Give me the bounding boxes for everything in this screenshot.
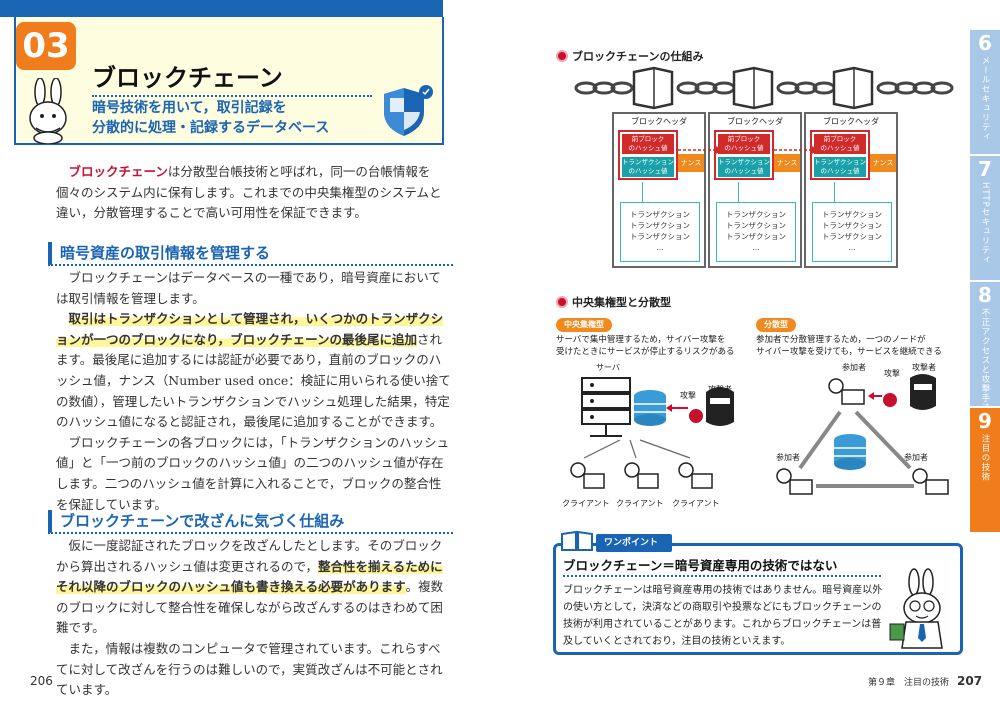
nonce: ナンス (774, 154, 800, 172)
rabbit-teacher-icon (889, 568, 943, 649)
onepoint-body: ブロックチェーンは暗号資産専用の技術ではありません。暗号資産以外の使い方として，… (563, 585, 883, 647)
book-icon (561, 530, 593, 551)
onepoint-tab: ワンポイント (596, 534, 673, 552)
highlight: 取引はトランザクションとして管理され，いくつかのトランザクションが一つのブロック… (56, 311, 444, 347)
rabbit-mascot-icon (29, 78, 67, 144)
bullet-icon (556, 296, 568, 308)
server-label: サーバ (596, 363, 620, 372)
distributed-network-icon (776, 374, 949, 495)
section-number: 03 (16, 22, 76, 70)
block-link-arrows (678, 146, 818, 154)
block-2: ブロックヘッダ 前ブロックのハッシュ値 トランザクションのハッシュ値 ナンス ト… (708, 112, 802, 268)
distributed-tag: 分散型 (756, 318, 796, 332)
section-header (14, 17, 444, 145)
section2-body: 仮に一度認証されたブロックを改ざんしたとします。そのブロックから算出されるハッシ… (56, 536, 451, 701)
onepoint-title: ブロックチェーン＝暗号資産専用の技術ではない (563, 555, 881, 577)
chain-graphic (574, 66, 954, 110)
transaction-list: トランザクショントランザクショントランザクション… (716, 202, 796, 262)
left-page: 03 ブロックチェーン 暗号技術を用いて，取引記録を 分散的に処理・記録するデー… (0, 0, 470, 711)
keyword-blockchain: ブロックチェーン (68, 164, 168, 179)
paragraph: また，情報は複数のコンピュータで管理されています。これらすべてに対して改ざんを行… (56, 640, 443, 698)
shield-icon (384, 85, 433, 136)
chapter-tab-7[interactable]: 7 HTTPセキュリティ (970, 156, 1000, 280)
paragraph: 仮に一度認証されたブロックを改ざんしたとします。そのブロックから算出されるハッシ… (56, 538, 444, 636)
tx-hash: トランザクションのハッシュ値 (718, 157, 770, 177)
server-database-icon (581, 377, 734, 437)
hash-group: 前ブロックのハッシュ値 トランザクションのハッシュ値 (810, 130, 870, 180)
prev-hash: 前ブロックのハッシュ値 (718, 134, 770, 154)
connector (834, 182, 835, 202)
section-title: ブロックチェーン (92, 64, 283, 92)
chapter-label: 第９章 注目の技術 (868, 678, 950, 688)
figure-title-central-vs-distributed: 中央集権型と分散型 (556, 294, 671, 310)
participant-label: 参加者 (776, 453, 800, 462)
intro-paragraph: ブロックチェーンは分散型台帳技術と呼ばれ，同一の台帳情報を個々のシステム内に保有… (56, 164, 442, 221)
section1-body: ブロックチェーンはデータベースの一種であり，暗号資産においては取引情報を管理しま… (56, 268, 451, 515)
block-3: ブロックヘッダ 前ブロックのハッシュ値 トランザクションのハッシュ値 ナンス ト… (804, 112, 898, 268)
paragraph: ブロックチェーンはデータベースの一種であり，暗号資産においては取引情報を管理しま… (56, 270, 441, 306)
title-divider (92, 95, 372, 97)
hash-group: 前ブロックのハッシュ値 トランザクションのハッシュ値 (714, 130, 774, 180)
paragraph: 取引はトランザクションとして管理され，いくつかのトランザクションが一つのブロック… (56, 311, 451, 430)
prev-hash: 前ブロックのハッシュ値 (622, 134, 674, 154)
client-label: クライアント (616, 499, 664, 508)
nonce: ナンス (678, 154, 704, 172)
attack-label: 攻撃 (680, 391, 696, 400)
attack-label: 攻撃 (884, 369, 900, 378)
section-subtitle: 暗号技術を用いて，取引記録を 分散的に処理・記録するデータベース (92, 100, 330, 136)
central-description: サーバで集中管理するため，サイバー攻撃を受けたときにサービスが停止するリスクがあ… (556, 335, 735, 357)
clients-icon (570, 439, 713, 489)
chapter-tab-9[interactable]: 9 注目の技術 (970, 408, 1000, 532)
connector (642, 182, 643, 202)
bullet-icon (556, 50, 568, 62)
client-label: クライアント (672, 499, 720, 508)
tx-hash: トランザクションのハッシュ値 (814, 157, 866, 177)
participant-label: 参加者 (904, 453, 928, 462)
transaction-list: トランザクショントランザクショントランザクション… (620, 202, 700, 262)
header-band (0, 0, 443, 17)
transaction-list: トランザクショントランザクショントランザクション… (812, 202, 892, 262)
heading-manage-transactions: 暗号資産の取引情報を管理する (48, 242, 453, 266)
heading-tamper-detection: ブロックチェーンで改ざんに気づく仕組み (48, 510, 453, 534)
chapter-tab-8[interactable]: 8 不正アクセスと攻撃手法 (970, 282, 1000, 413)
paragraph: ブロックチェーンの各ブロックには，「トランザクションのハッシュ値」と「一つ前のブ… (56, 434, 450, 512)
chapter-tab-6[interactable]: 6 メールセキュリティ (970, 30, 1000, 154)
connector (738, 182, 739, 202)
nonce: ナンス (870, 154, 896, 172)
hash-group: 前ブロックのハッシュ値 トランザクションのハッシュ値 (618, 130, 678, 180)
central-tag: 中央集権型 (556, 318, 612, 332)
page-number-left: 206 (30, 674, 53, 688)
client-label: クライアント (562, 499, 610, 508)
tx-hash: トランザクションのハッシュ値 (622, 157, 674, 177)
block-1: ブロックヘッダ 前ブロックのハッシュ値 トランザクションのハッシュ値 ナンス ト… (612, 112, 706, 268)
figure-title-blockchain: ブロックチェーンの仕組み (556, 48, 703, 64)
prev-hash: 前ブロックのハッシュ値 (814, 134, 866, 154)
distributed-description: 参加者で分散管理するため，一つのノードがサイバー攻撃を受けても，サービスを継続で… (756, 335, 942, 357)
participant-label: 参加者 (842, 363, 866, 372)
page-number-right: 207 (957, 674, 983, 688)
attacker-label: 攻撃者 (912, 363, 936, 372)
page-footer-right: 第９章 注目の技術 207 (868, 674, 982, 688)
attacker-label: 攻撃者 (708, 385, 732, 394)
